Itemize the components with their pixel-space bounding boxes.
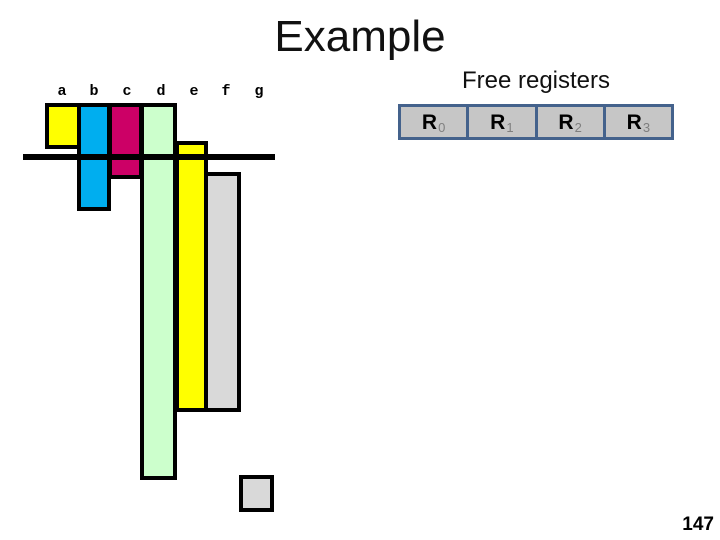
register-name: R <box>558 110 574 134</box>
register-subscript: 1 <box>506 119 514 135</box>
register-subscript: 3 <box>642 119 651 135</box>
variable-label-e: e <box>189 83 199 100</box>
register-name: R <box>490 110 506 134</box>
live-range-bar-a <box>45 103 81 149</box>
register-name: R <box>421 110 438 134</box>
slide-title: Example <box>274 12 446 61</box>
variable-label-g: g <box>254 83 264 100</box>
variable-label-d: d <box>156 83 166 100</box>
variable-label-c: c <box>122 83 132 100</box>
free-registers-title: Free registers <box>461 67 611 94</box>
variable-label-a: a <box>57 83 67 100</box>
current-point-line <box>23 154 275 160</box>
live-range-bar-f <box>204 172 241 412</box>
register-subscript: 0 <box>438 119 446 135</box>
variable-label-f: f <box>221 83 231 100</box>
live-range-bar-c <box>108 103 143 179</box>
page-number: 147 <box>682 514 714 535</box>
live-range-bar-g <box>239 475 274 512</box>
register-subscript: 2 <box>574 119 582 135</box>
variable-label-b: b <box>89 83 99 100</box>
register-name: R <box>626 110 642 134</box>
